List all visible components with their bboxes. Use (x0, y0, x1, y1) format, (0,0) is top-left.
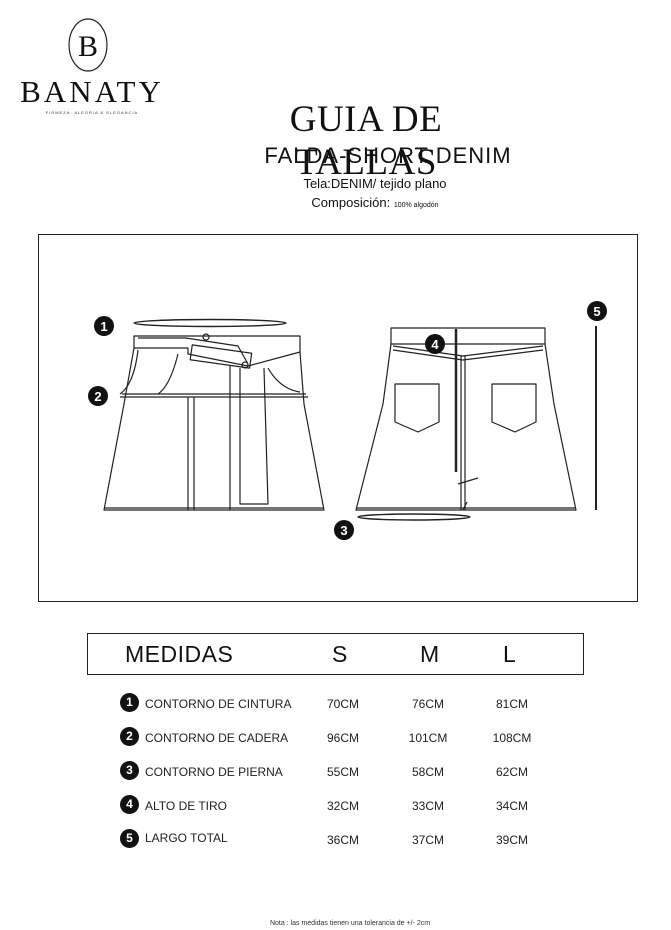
row-number-2: 2 (120, 727, 139, 746)
cell-leg-m: 58CM (411, 765, 444, 779)
marker-1: 1 (94, 316, 114, 336)
cell-waist-s: 70CM (326, 697, 359, 711)
svg-text:5: 5 (593, 304, 600, 319)
cell-length-s: 36CM (326, 833, 359, 847)
svg-text:1: 1 (100, 319, 107, 334)
header-size-m: M (420, 641, 440, 667)
row-label-length: LARGO TOTAL (145, 831, 228, 845)
cell-length-l: 39CM (495, 833, 528, 847)
svg-text:2: 2 (94, 389, 101, 404)
tolerance-note: Nota : las medidas tienen una tolerancia… (269, 920, 431, 927)
header-size-l: L (503, 641, 516, 667)
row-label-waist: CONTORNO DE CINTURA (145, 697, 292, 711)
back-skirt-drawing (355, 327, 577, 511)
cell-waist-l: 81CM (495, 697, 528, 711)
row-label-leg: CONTORNO DE PIERNA (145, 765, 283, 779)
header-size-s: S (332, 641, 348, 667)
cell-length-m: 37CM (411, 833, 444, 847)
fabric-info: Tela:DENIM/ tejido plano (303, 176, 447, 191)
cell-rise-m: 33CM (411, 799, 444, 813)
row-number-4: 4 (120, 795, 139, 814)
cell-rise-s: 32CM (326, 799, 359, 813)
marker-2: 2 (88, 386, 108, 406)
leg-measure-line (357, 513, 471, 521)
cell-hip-l: 108CM (492, 731, 532, 745)
cell-rise-l: 34CM (495, 799, 528, 813)
svg-text:4: 4 (431, 337, 439, 352)
waist-measure-line (133, 318, 287, 328)
product-title: FALDA-SHORT DENIM (264, 143, 512, 168)
marker-4: 4 (425, 334, 445, 354)
brand-monogram: B (78, 30, 98, 63)
row-label-hip: CONTORNO DE CADERA (145, 731, 289, 745)
brand-logo-mark: B (68, 18, 108, 72)
brand-tagline: FIRMEZA, ALEGRIA & ELEGANCIA (45, 110, 139, 115)
composition-info: Composición: 100% algodón (270, 195, 480, 210)
front-skirt-drawing (103, 333, 325, 511)
composition-value: 100% algodón (393, 202, 439, 209)
diagram-frame (38, 234, 638, 602)
page-title: GUIA DE TALLAS (289, 99, 443, 183)
svg-text:3: 3 (340, 523, 347, 538)
cell-leg-s: 55CM (326, 765, 359, 779)
table-header-box (87, 633, 584, 675)
marker-3: 3 (334, 520, 354, 540)
row-number-3: 3 (120, 761, 139, 780)
cell-hip-s: 96CM (326, 731, 359, 745)
header-measures: MEDIDAS (125, 641, 234, 667)
cell-leg-l: 62CM (495, 765, 528, 779)
garment-diagram: 1 2 3 4 5 (88, 301, 607, 540)
row-number-5: 5 (120, 829, 139, 848)
row-number-1: 1 (120, 693, 139, 712)
marker-5: 5 (587, 301, 607, 321)
brand-name: BANATY (20, 74, 164, 109)
cell-waist-m: 76CM (411, 697, 444, 711)
cell-hip-m: 101CM (408, 731, 448, 745)
row-label-rise: ALTO DE TIRO (145, 799, 228, 813)
composition-label: Composición: (311, 195, 391, 210)
